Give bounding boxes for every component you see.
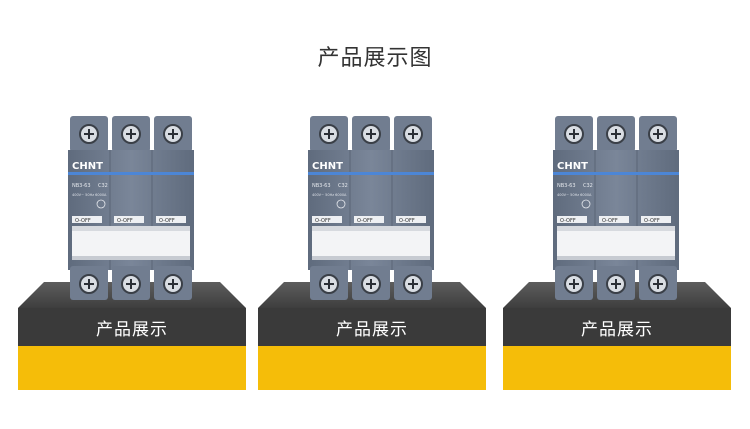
rating-label: C32 <box>583 183 593 189</box>
pedestal-front: 产品展示 <box>18 308 246 346</box>
model-label: NB3-63 <box>312 183 331 189</box>
product-display-3: CHNT NB3-63 C32 400V~ 50Hz 6000A O-OFF O… <box>503 112 731 392</box>
screw-icon <box>163 124 183 144</box>
pole-off-label: O-OFF <box>644 218 660 224</box>
screw-icon <box>361 274 381 294</box>
spec-label: 400V~ 50Hz 6000A <box>72 193 107 197</box>
pole-off-label: O-OFF <box>357 218 373 224</box>
pole-off-label: O-OFF <box>75 218 91 224</box>
pedestal-label: 产品展示 <box>581 319 653 340</box>
screw-icon <box>121 124 141 144</box>
product-display-2: CHNT NB3-63 C32 400V~ 50Hz 6000A O-OFF O… <box>258 112 486 392</box>
product-display-1: CHNT NB3-63 C32 400V~ 50Hz 6000A O-OFF O… <box>18 112 246 392</box>
toggle-handle <box>557 226 675 260</box>
pedestal-label: 产品展示 <box>96 319 168 340</box>
screw-icon <box>319 124 339 144</box>
model-label: NB3-63 <box>557 183 576 189</box>
circuit-breaker-image: CHNT NB3-63 C32 400V~ 50Hz 6000A O-OFF O… <box>308 116 434 300</box>
screw-icon <box>606 274 626 294</box>
spec-label: 400V~ 50Hz 6000A <box>557 193 592 197</box>
screw-icon <box>163 274 183 294</box>
pedestal-front: 产品展示 <box>503 308 731 346</box>
screw-icon <box>564 124 584 144</box>
screw-icon <box>361 124 381 144</box>
rating-label: C32 <box>338 183 348 189</box>
pole-off-label: O-OFF <box>315 218 331 224</box>
pole-off-label: O-OFF <box>602 218 618 224</box>
brand-logo: CHNT <box>557 161 588 172</box>
pedestal-label: 产品展示 <box>336 319 408 340</box>
screw-icon <box>606 124 626 144</box>
pole-off-label: O-OFF <box>117 218 133 224</box>
brand-logo: CHNT <box>72 161 103 172</box>
circuit-breaker-image: CHNT NB3-63 C32 400V~ 50Hz 6000A O-OFF O… <box>553 116 679 300</box>
toggle-handle <box>72 226 190 260</box>
brand-logo: CHNT <box>312 161 343 172</box>
screw-icon <box>79 124 99 144</box>
model-label: NB3-63 <box>72 183 91 189</box>
pole-off-label: O-OFF <box>159 218 175 224</box>
pedestal-base <box>258 346 486 390</box>
toggle-handle <box>312 226 430 260</box>
pole-off-label: O-OFF <box>399 218 415 224</box>
screw-icon <box>564 274 584 294</box>
screw-icon <box>648 124 668 144</box>
screw-icon <box>79 274 99 294</box>
pedestal-front: 产品展示 <box>258 308 486 346</box>
circuit-breaker-image: CHNT NB3-63 C32 400V~ 50Hz 6000A O-OFF O… <box>68 116 194 300</box>
rating-label: C32 <box>98 183 108 189</box>
pole-off-label: O-OFF <box>560 218 576 224</box>
spec-label: 400V~ 50Hz 6000A <box>312 193 347 197</box>
screw-icon <box>403 274 423 294</box>
screw-icon <box>121 274 141 294</box>
pedestal-base <box>18 346 246 390</box>
screw-icon <box>319 274 339 294</box>
pedestal-base <box>503 346 731 390</box>
screw-icon <box>403 124 423 144</box>
page-title: 产品展示图 <box>317 46 433 71</box>
screw-icon <box>648 274 668 294</box>
